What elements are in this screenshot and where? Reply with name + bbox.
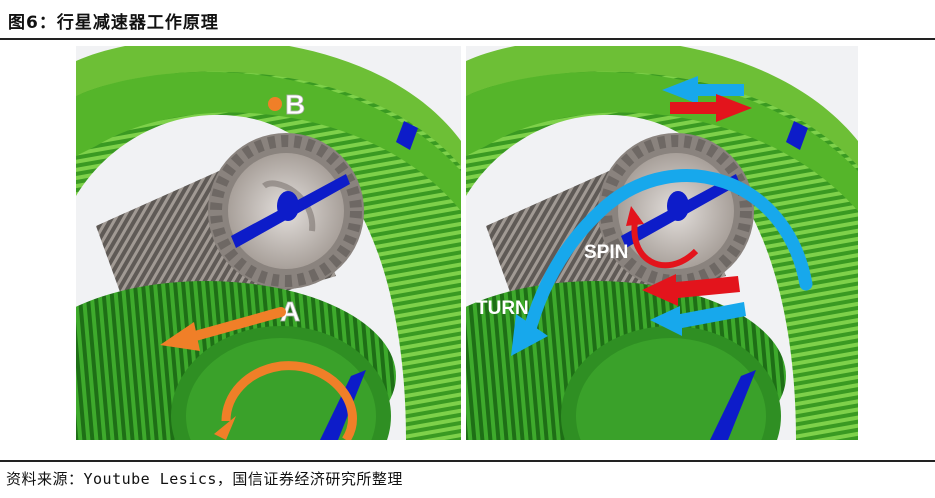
label-a: A [280,296,300,327]
point-b-marker [268,97,282,111]
planet-marker [320,370,366,440]
rotation-arrow-orange [214,361,357,440]
top-arrow-cyan [662,76,744,104]
label-b: B [285,89,305,120]
planet-marker [710,370,756,440]
caption-rule [0,38,935,40]
carrier-indicator [231,174,350,248]
turn-arrow-cyan [511,169,813,356]
spin-arrow-red [626,206,699,269]
ring-gear-face [76,71,461,211]
ring-marker [786,121,808,150]
tangent-arrow-orange [160,307,286,351]
label-turn: TURN [476,298,529,319]
left-figure-panel: B A [76,46,461,440]
right-figure-panel: SPIN TURN [466,46,858,440]
left-gear-illustration: B A [76,46,461,440]
carrier-indicator [621,174,740,248]
ring-gear [76,49,461,440]
contact-arrow-cyan [650,302,746,336]
ring-gear-rim [466,46,858,166]
label-spin: SPIN [584,242,628,263]
source-rule [0,460,935,462]
ring-gear-rim [76,46,461,166]
ring-gear-face [466,71,858,211]
right-gear-illustration: SPIN TURN [466,46,858,440]
ring-gear [466,49,858,440]
contact-arrow-red [642,274,740,306]
top-arrow-red [670,94,752,122]
ring-marker [396,121,418,150]
figure-source: 资料来源：Youtube Lesics，国信证券经济研究所整理 [6,470,403,488]
figure-caption: 图6：行星减速器工作原理 [8,13,219,33]
